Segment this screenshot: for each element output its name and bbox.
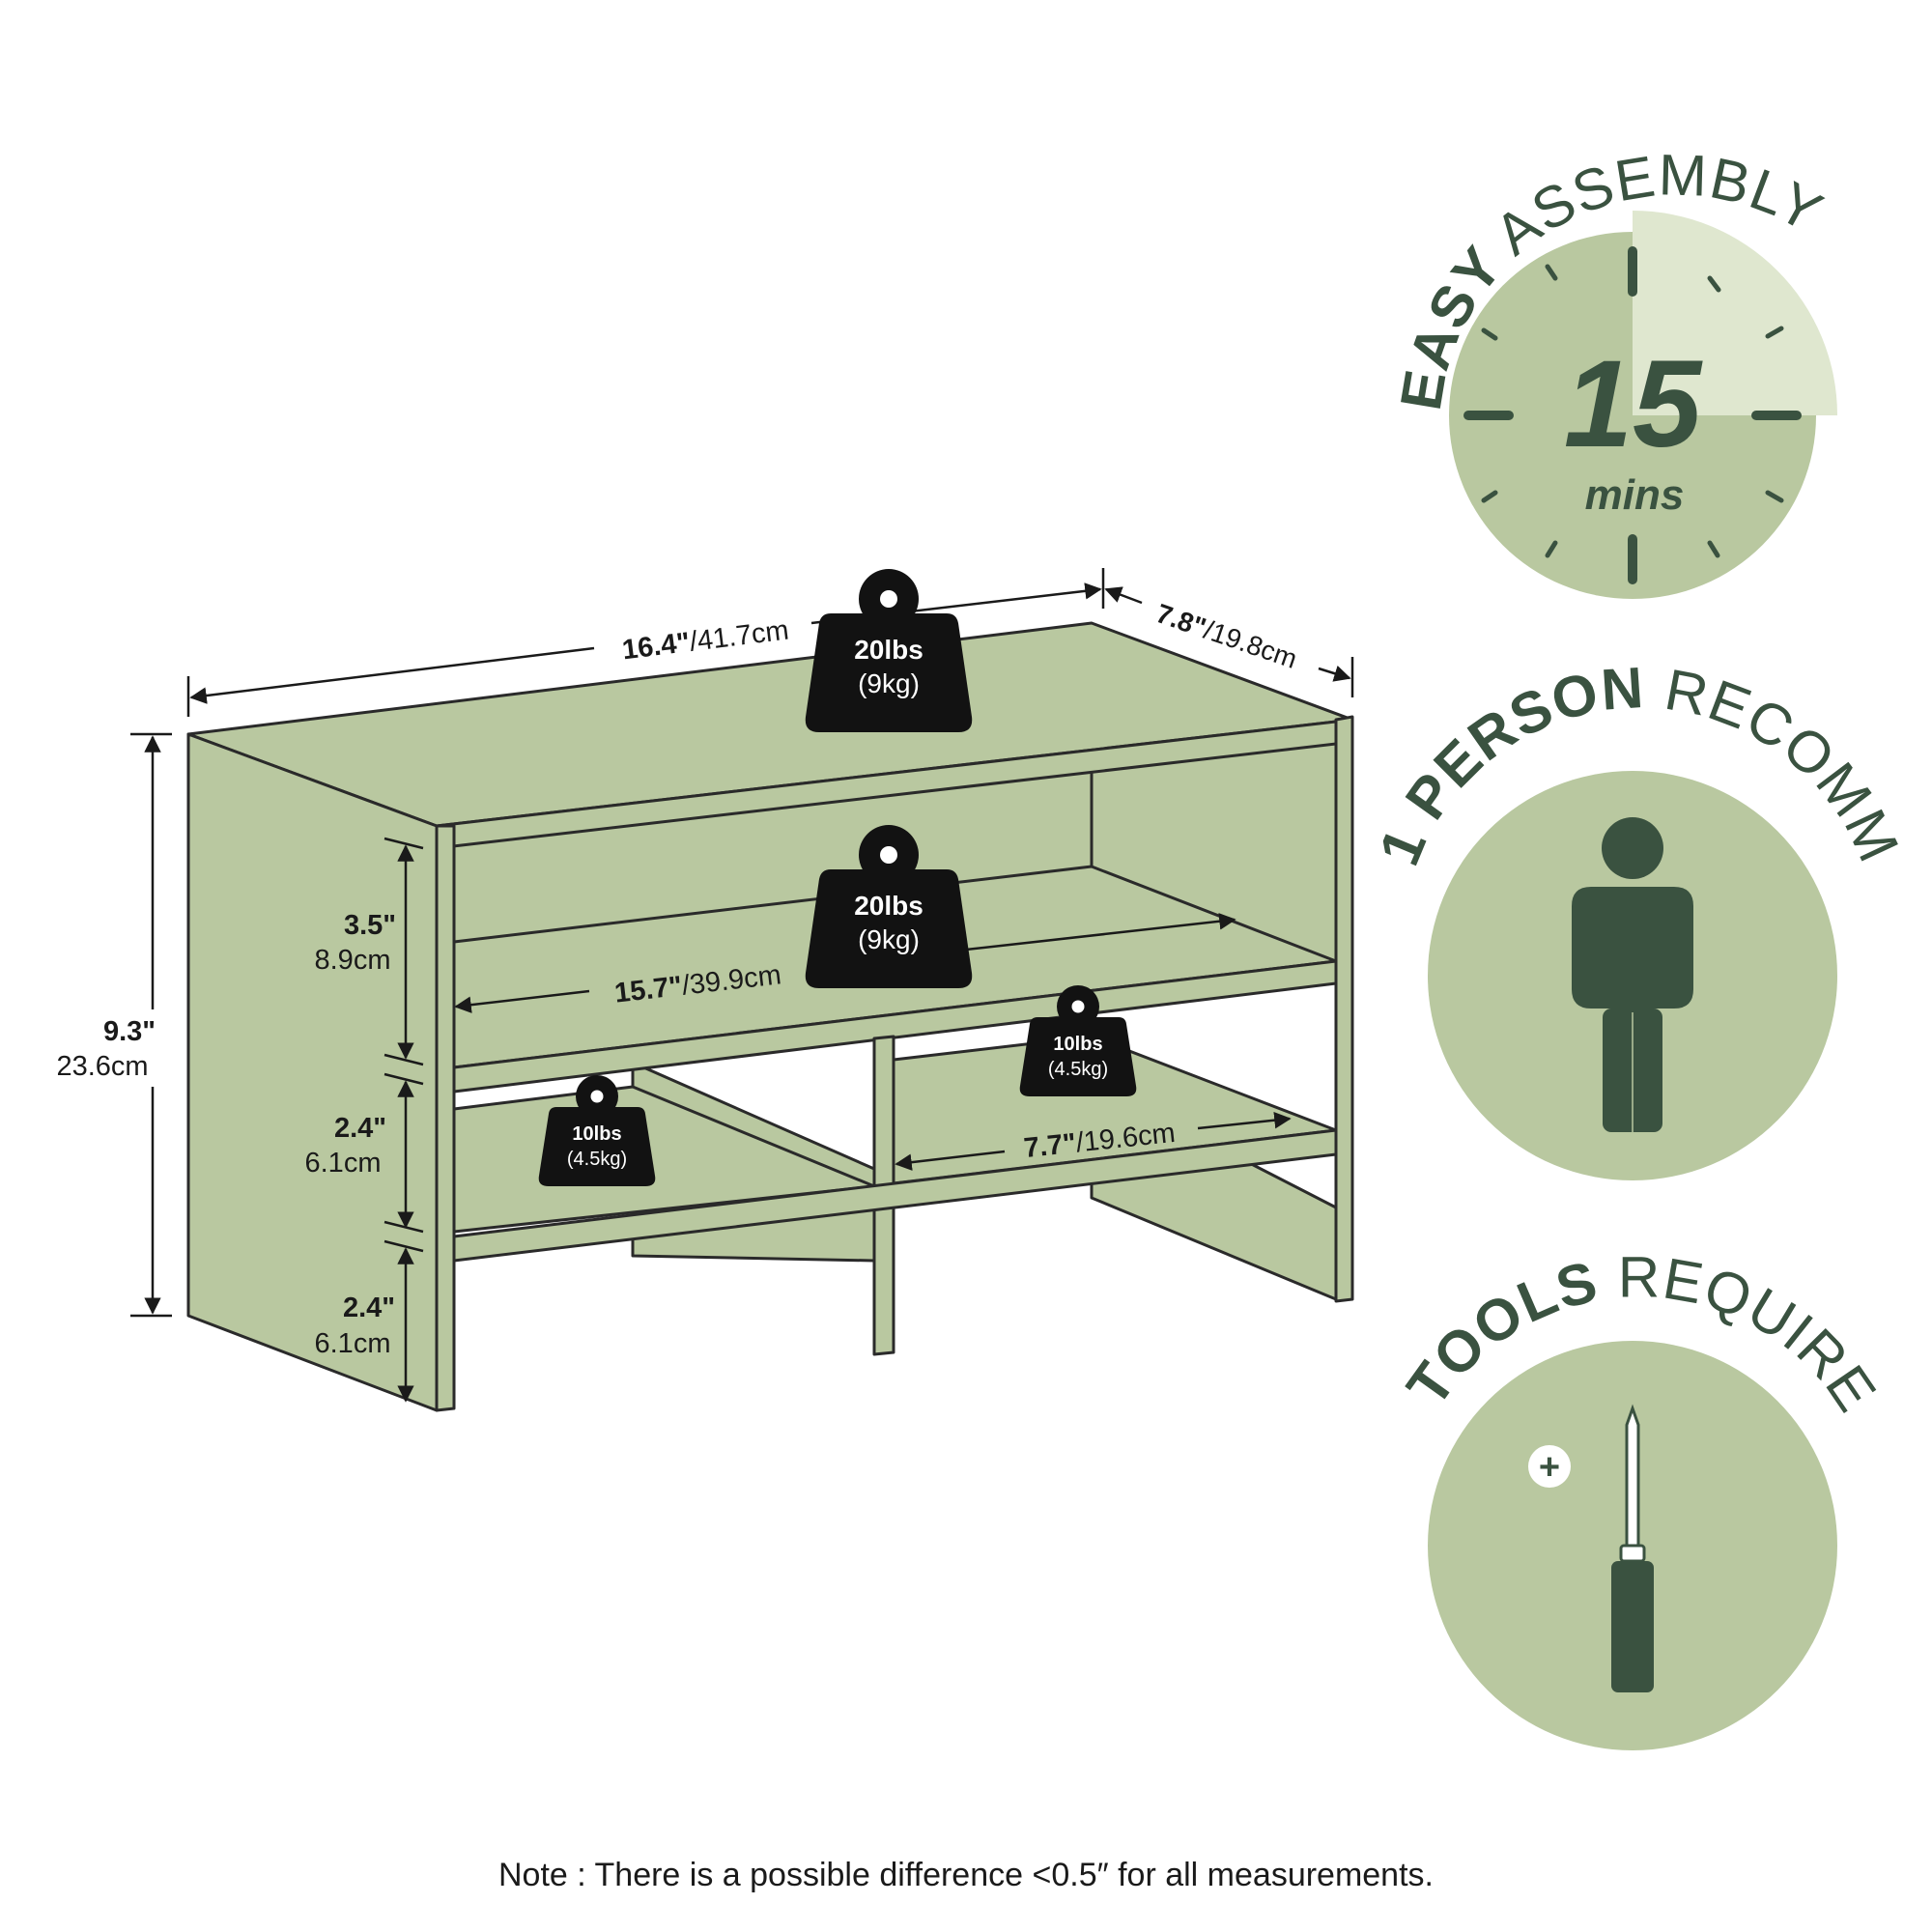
top-weight-kg: (9kg) [858, 668, 920, 698]
middle-gap-inches: 2.4" [334, 1113, 386, 1144]
right-cubby-weight-kg: (4.5kg) [1048, 1059, 1108, 1080]
right-cubby-weight-lbs: 10lbs [1053, 1034, 1102, 1055]
upper-gap-inches: 3.5" [344, 910, 396, 941]
width-cm: /41.7cm [688, 615, 790, 658]
phillips-plus-icon [1528, 1445, 1571, 1488]
clock-quarter-segment [1633, 211, 1837, 415]
measurement-note: Note : There is a possible difference <0… [498, 1857, 1434, 1893]
width-inches: 16.4" [620, 627, 692, 666]
weight-icon-left-cubby: 10lbs (4.5kg) [538, 1075, 656, 1186]
dimension-lines [130, 568, 1354, 1403]
depth-inches: 7.8" [1152, 598, 1209, 642]
width-label: 16.4"/41.7cm [620, 615, 790, 667]
easy-assembly-badge: 15 mins EASY ASSEMBLY [1388, 142, 1837, 599]
depth-cm: /19.8cm [1200, 614, 1300, 674]
clock-icon [1463, 246, 1802, 584]
weight-icon-upper-shelf: 20lbs (9kg) [805, 825, 973, 988]
weight-icon-right-cubby: 10lbs (4.5kg) [1019, 985, 1137, 1096]
height-inches: 9.3" [103, 1016, 156, 1047]
left-side-panel [186, 732, 439, 1412]
assembly-minutes-number: 15 [1564, 335, 1703, 473]
height-cm: 23.6cm [56, 1051, 148, 1082]
lower-gap-inches: 2.4" [343, 1293, 395, 1323]
weight-icon-top: 20lbs (9kg) [805, 569, 973, 732]
right-side-panel-edge [1334, 715, 1354, 1303]
screwdriver-icon [1611, 1404, 1654, 1692]
lower-gap-cm: 6.1cm [315, 1328, 391, 1359]
assembly-minutes-unit: mins [1585, 471, 1685, 519]
upper-gap-cm: 8.9cm [315, 945, 391, 976]
upper-shelf-weight-lbs: 20lbs [854, 891, 923, 921]
left-cubby-weight-kg: (4.5kg) [567, 1149, 627, 1170]
inner-width-inches: 15.7" [613, 971, 684, 1009]
middle-gap-cm: 6.1cm [305, 1148, 382, 1179]
left-cubby-weight-lbs: 10lbs [572, 1123, 621, 1145]
svg-text:16.4"/41.7cm: 16.4"/41.7cm [620, 615, 790, 667]
cubby-width-inches: 7.7" [1022, 1128, 1077, 1164]
top-weight-lbs: 20lbs [854, 635, 923, 665]
phillips-plus-symbol: + [1539, 1447, 1560, 1488]
upper-shelf-weight-kg: (9kg) [858, 924, 920, 954]
left-side-panel-edge [435, 824, 456, 1412]
